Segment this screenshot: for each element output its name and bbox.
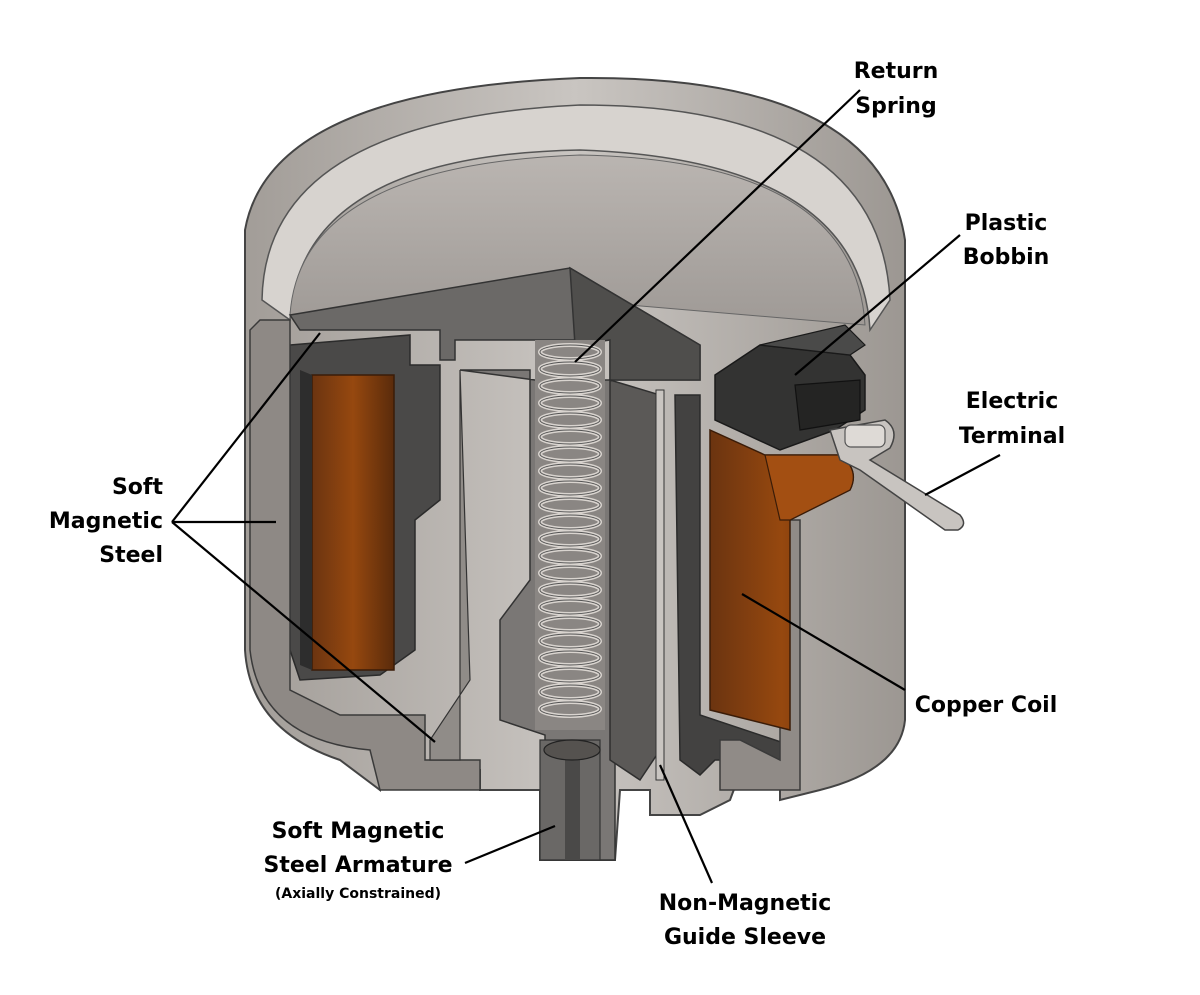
- leader-lines: [171, 89, 1001, 884]
- spring-coil-outline: [539, 701, 601, 717]
- spring-coil-outline: [539, 616, 601, 632]
- right-copper-coil: [709, 428, 855, 731]
- spring-coil-outline: [539, 514, 601, 530]
- spring-coil-outline: [539, 650, 601, 666]
- leader-electric-terminal: [924, 454, 1001, 496]
- spring-coil-outline: [539, 667, 601, 683]
- leader-armature: [464, 824, 556, 865]
- label-armature-line2: Steel Armature: [264, 853, 453, 878]
- label-return-spring-line2: Spring: [855, 94, 936, 119]
- leader-steel-3: [171, 521, 436, 743]
- label-plastic-bobbin-line2: Bobbin: [963, 245, 1050, 270]
- leader-return-spring: [574, 89, 861, 363]
- label-steel-line3: Steel: [99, 543, 163, 568]
- spring-coil-outline: [539, 633, 601, 649]
- spring-coil-outline: [539, 429, 601, 445]
- label-guide-sleeve-line2: Guide Sleeve: [664, 925, 826, 950]
- plastic-bobbin: [714, 324, 866, 451]
- electric-terminal: [829, 419, 965, 531]
- spring-coil-outline: [539, 463, 601, 479]
- spring-coil-outline: [539, 599, 601, 615]
- leader-copper-coil: [741, 593, 906, 691]
- guide-sleeve: [655, 389, 665, 781]
- spring-coil-outline: [539, 446, 601, 462]
- spring-coil-outline: [539, 548, 601, 564]
- spring-coil-outline: [539, 531, 601, 547]
- spring-coil-outline: [539, 497, 601, 513]
- label-guide-sleeve: Non-Magnetic Guide Sleeve: [659, 891, 832, 950]
- label-guide-sleeve-line1: Non-Magnetic: [659, 891, 832, 916]
- label-steel-line1: Soft: [112, 475, 164, 500]
- spring-coil-outline: [539, 480, 601, 496]
- label-soft-magnetic-steel: Soft Magnetic Steel: [49, 475, 164, 568]
- label-armature-line1: Soft Magnetic: [272, 819, 445, 844]
- label-armature-note: (Axially Constrained): [275, 886, 441, 902]
- label-return-spring-line1: Return: [854, 59, 939, 84]
- spring-coil-outline: [539, 344, 601, 360]
- label-copper-coil: Copper Coil: [915, 693, 1058, 718]
- label-plastic-bobbin: Plastic Bobbin: [963, 211, 1050, 270]
- spring-coil-outline: [539, 395, 601, 411]
- spring-coil-outline: [539, 378, 601, 394]
- left-copper-coil: [311, 374, 395, 671]
- leader-plastic-bobbin: [794, 234, 961, 376]
- return-spring: [535, 340, 605, 730]
- label-electric-terminal: Electric Terminal: [959, 389, 1065, 449]
- spring-coil-outline: [539, 412, 601, 428]
- spring-coil-outline: [539, 684, 601, 700]
- label-plastic-bobbin-line1: Plastic: [965, 211, 1048, 236]
- label-electric-terminal-line2: Terminal: [959, 424, 1065, 449]
- spring-coil-outline: [539, 565, 601, 581]
- label-armature: Soft Magnetic Steel Armature (Axially Co…: [264, 819, 453, 902]
- label-electric-terminal-line1: Electric: [966, 389, 1058, 414]
- leader-steel-1: [171, 332, 321, 523]
- spring-coil-outline: [539, 361, 601, 377]
- spring-coil-outline: [539, 582, 601, 598]
- label-return-spring: Return Spring: [854, 59, 939, 119]
- leader-guide-sleeve: [658, 764, 714, 884]
- label-steel-line2: Magnetic: [49, 509, 163, 534]
